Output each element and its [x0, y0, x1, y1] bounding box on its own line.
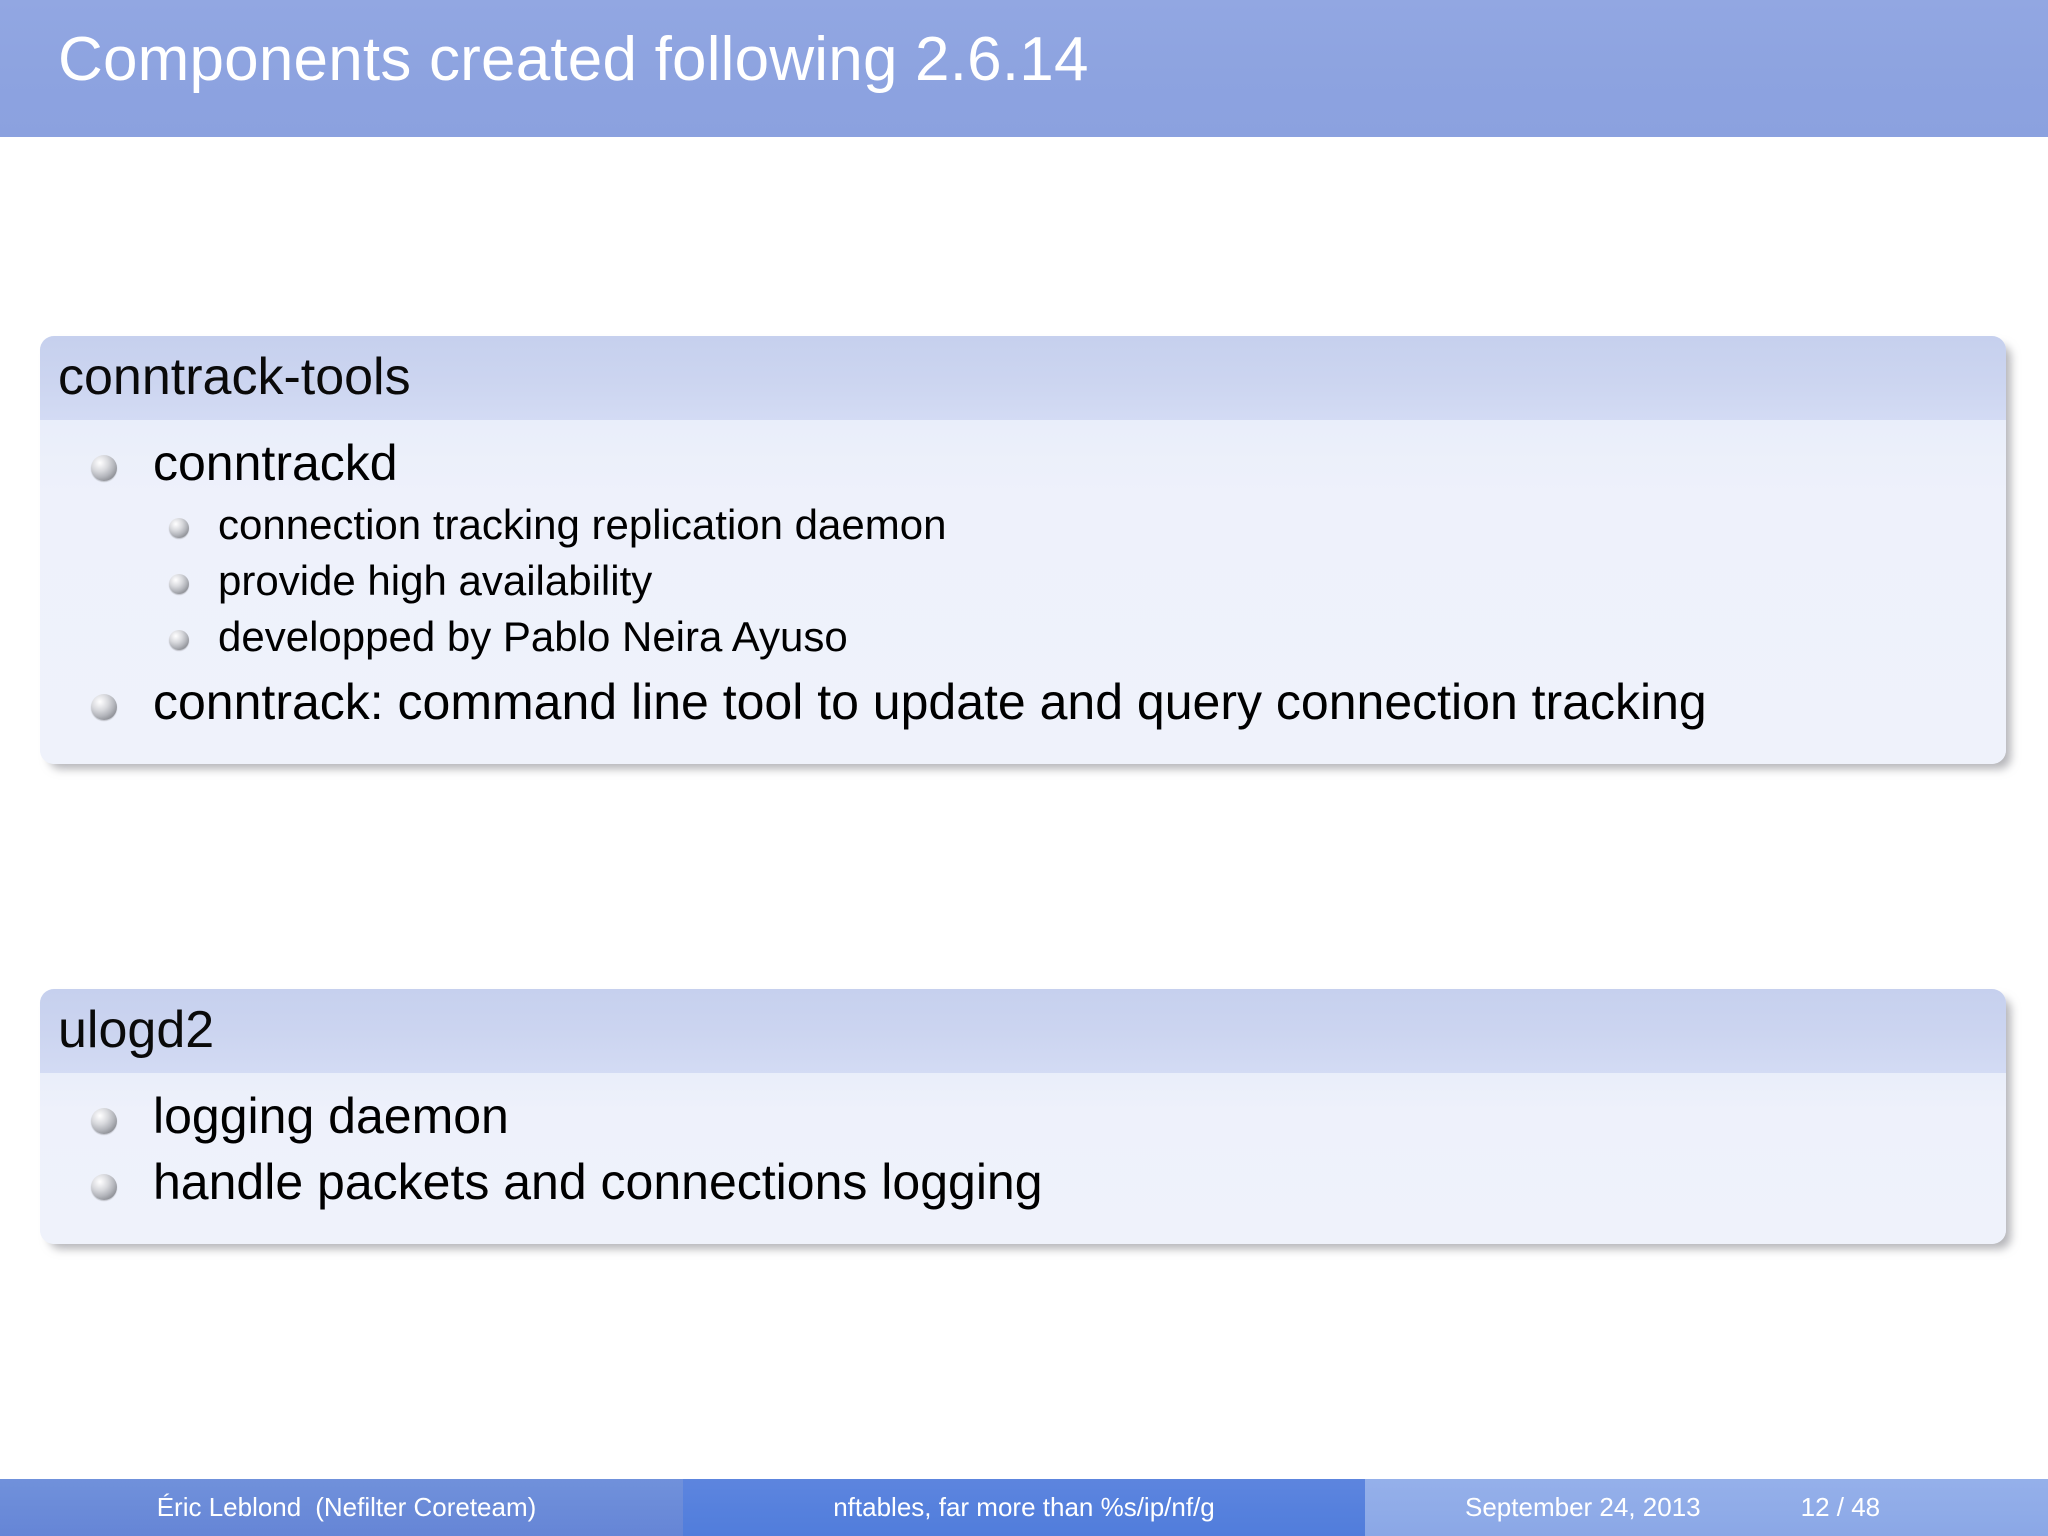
slide-footer: Éric Leblond (Nefilter Coreteam) nftable…	[0, 1479, 2048, 1536]
list-item-label: logging daemon	[153, 1088, 509, 1145]
list-item: logging daemon	[70, 1087, 1976, 1147]
block-body: conntrackd connection tracking replicati…	[40, 420, 2006, 765]
block-title: ulogd2	[40, 989, 2006, 1074]
list-item: conntrackd connection tracking replicati…	[70, 434, 1976, 663]
ball-bullet-icon	[91, 1108, 117, 1135]
footer-presentation-title: nftables, far more than %s/ip/nf/g	[833, 1492, 1215, 1522]
bullet-list-level2: connection tracking replication daemon p…	[153, 500, 1976, 663]
list-item-label: conntrack: command line tool to update a…	[153, 673, 1707, 730]
footer-date-page-segment: September 24, 2013 12 / 48	[1365, 1479, 2048, 1536]
list-item-label: developped by Pablo Neira Ayuso	[218, 613, 848, 661]
ball-bullet-icon	[169, 574, 189, 595]
block-conntrack-tools: conntrack-tools conntrackd connection tr…	[40, 336, 2006, 765]
ball-bullet-icon	[91, 693, 117, 720]
slide-content-area: conntrack-tools conntrackd connection tr…	[0, 137, 2048, 1479]
ball-bullet-icon	[91, 1173, 117, 1200]
slide-title-bar: Components created following 2.6.14	[0, 0, 2048, 137]
list-item-label: connection tracking replication daemon	[218, 500, 947, 548]
bullet-list-level1: conntrackd connection tracking replicati…	[70, 434, 1976, 732]
ball-bullet-icon	[169, 630, 189, 651]
list-item: connection tracking replication daemon	[153, 500, 1976, 550]
block-ulogd2: ulogd2 logging daemon handle packets and…	[40, 989, 2006, 1245]
list-item: developped by Pablo Neira Ayuso	[153, 612, 1976, 662]
block-title: conntrack-tools	[40, 336, 2006, 421]
list-item: handle packets and connections logging	[70, 1153, 1976, 1213]
footer-title-segment: nftables, far more than %s/ip/nf/g	[683, 1479, 1365, 1536]
list-item: conntrack: command line tool to update a…	[70, 673, 1976, 733]
footer-author-segment: Éric Leblond (Nefilter Coreteam)	[0, 1479, 683, 1536]
bullet-list-level1: logging daemon handle packets and connec…	[70, 1087, 1976, 1212]
list-item: provide high availability	[153, 556, 1976, 606]
footer-author-org: (Nefilter Coreteam)	[315, 1492, 537, 1522]
list-item-label: handle packets and connections logging	[153, 1153, 1043, 1210]
list-item-label: conntrackd	[153, 435, 398, 492]
ball-bullet-icon	[169, 517, 189, 538]
footer-page-number: 12 / 48	[1800, 1492, 1881, 1522]
page-title: Components created following 2.6.14	[58, 25, 1089, 94]
footer-date: September 24, 2013	[1465, 1492, 1701, 1522]
footer-author-name: Éric Leblond	[156, 1492, 302, 1522]
ball-bullet-icon	[91, 455, 117, 482]
list-item-label: provide high availability	[218, 557, 653, 605]
block-body: logging daemon handle packets and connec…	[40, 1073, 2006, 1245]
